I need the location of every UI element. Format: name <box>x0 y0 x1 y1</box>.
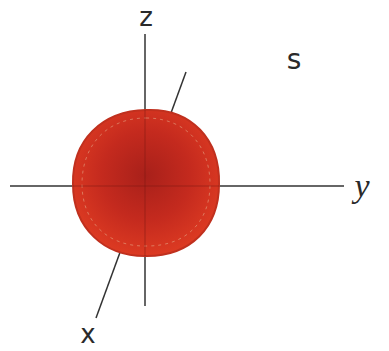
axis-label: x <box>80 321 95 347</box>
z-axis-through <box>145 110 146 256</box>
axis-label: z <box>139 4 153 30</box>
s-orbital-sphere <box>73 110 219 256</box>
sphere-shading <box>82 118 210 246</box>
axis-label: y <box>354 169 369 203</box>
y-axis-through <box>73 186 219 187</box>
orbital-label: s <box>287 46 302 74</box>
